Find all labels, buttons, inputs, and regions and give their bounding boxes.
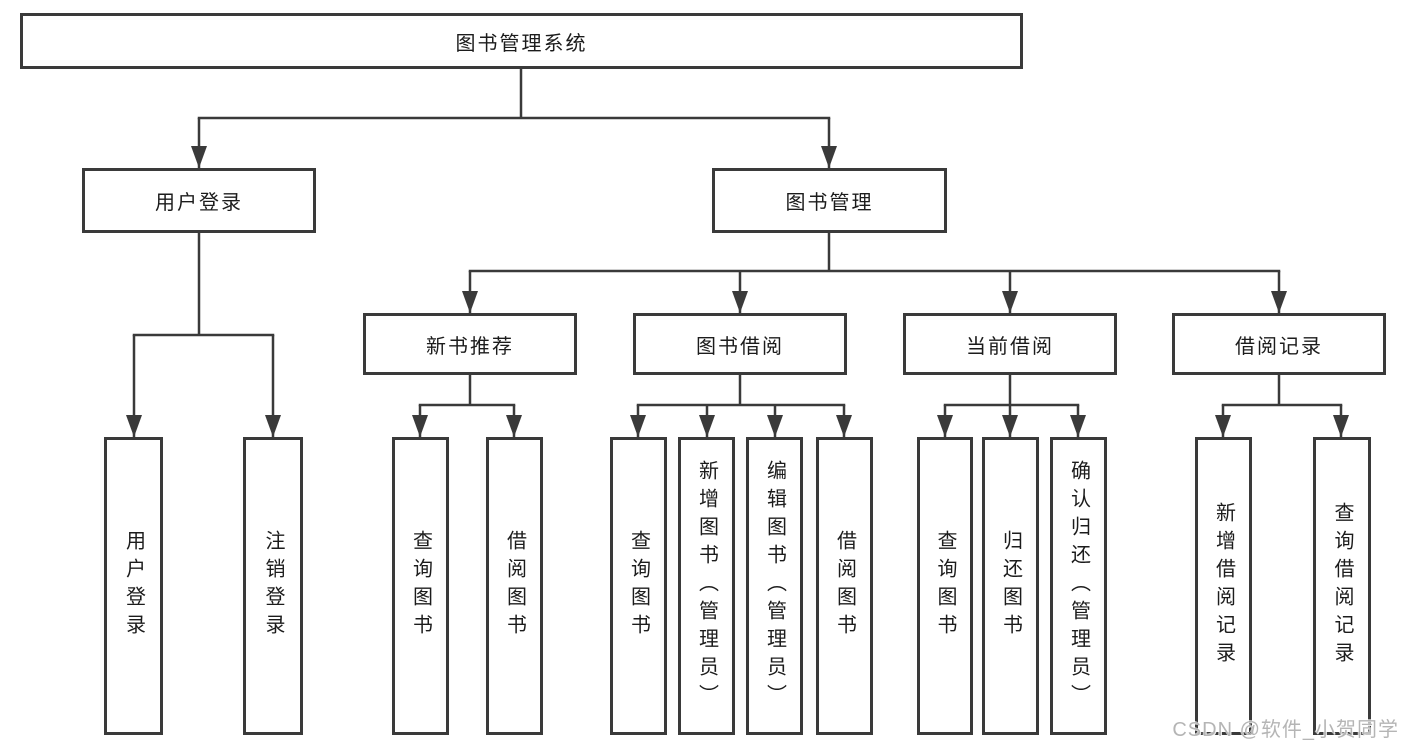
node-user-login: 用户登录: [82, 168, 316, 233]
node-book-management: 图书管理: [712, 168, 947, 233]
leaf-nb-query-books: 查询图书: [392, 437, 449, 735]
leaf-bb-add-books-admin: 新增图书（管理员）: [678, 437, 735, 735]
csdn-watermark: CSDN @软件_小贺同学: [1172, 719, 1399, 741]
node-current-borrowing: 当前借阅: [903, 313, 1117, 375]
leaf-bb-edit-books-admin: 编辑图书（管理员）: [746, 437, 803, 735]
node-root: 图书管理系统: [20, 13, 1023, 69]
leaf-logout: 注销登录: [243, 437, 303, 735]
node-borrowing-records: 借阅记录: [1172, 313, 1386, 375]
leaf-br-query-record: 查询借阅记录: [1313, 437, 1371, 735]
leaf-cb-confirm-return-admin: 确认归还（管理员）: [1050, 437, 1107, 735]
leaf-bb-borrow-books: 借阅图书: [816, 437, 873, 735]
node-new-book-recommend: 新书推荐: [363, 313, 577, 375]
leaf-br-add-record: 新增借阅记录: [1195, 437, 1252, 735]
node-book-borrowing: 图书借阅: [633, 313, 847, 375]
leaf-cb-query-books: 查询图书: [917, 437, 973, 735]
leaf-nb-borrow-books: 借阅图书: [486, 437, 543, 735]
leaf-cb-return-books: 归还图书: [982, 437, 1039, 735]
leaf-user-login: 用户登录: [104, 437, 163, 735]
leaf-bb-query-books: 查询图书: [610, 437, 667, 735]
